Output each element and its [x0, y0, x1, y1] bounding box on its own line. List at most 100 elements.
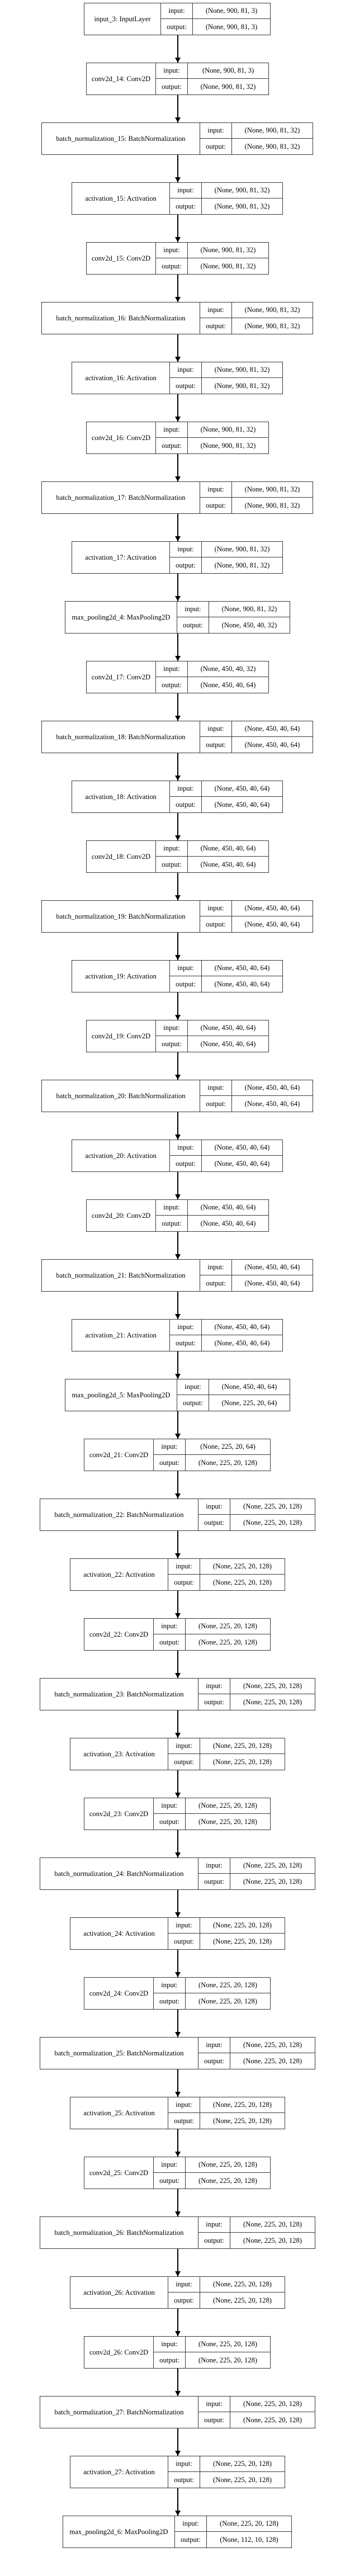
layer-output-shape: (None, 450, 40, 64) — [244, 740, 300, 749]
layer-input-shape: (None, 450, 40, 64) — [244, 904, 300, 913]
arrow-head-icon — [174, 357, 181, 362]
layer-output-shape: (None, 450, 40, 64) — [214, 980, 270, 988]
layer-node-batch_normalization_21[interactable]: batch_normalization_21: BatchNormalizati… — [41, 1259, 313, 1292]
edge-line — [177, 2069, 178, 2097]
arrow-head-icon — [174, 2092, 181, 2097]
layer-output-key: output: — [170, 976, 202, 992]
layer-input-key: input: — [200, 901, 232, 916]
edge-line — [177, 693, 178, 721]
layer-node-batch_normalization_25[interactable]: batch_normalization_25: BatchNormalizati… — [40, 2037, 315, 2069]
layer-input-row: input:(None, 225, 20, 128) — [168, 2277, 285, 2293]
layer-input-row: input:(None, 225, 20, 128) — [168, 2456, 285, 2472]
layer-output-shape: (None, 450, 40, 64) — [244, 1279, 300, 1287]
layer-output-shape: (None, 225, 20, 128) — [198, 1458, 257, 1467]
layer-output-row: output:(None, 450, 40, 32) — [177, 617, 290, 633]
layer-output-row: output:(None, 225, 20, 128) — [198, 1694, 315, 1710]
layer-input-shape: (None, 225, 20, 128) — [213, 1562, 272, 1571]
layer-name-label: activation_19: Activation — [72, 961, 170, 992]
layer-name-label: batch_normalization_21: BatchNormalizati… — [42, 1260, 200, 1291]
layer-name-label: max_pooling2d_4: MaxPooling2D — [65, 602, 177, 633]
layer-input-row: input:(None, 225, 20, 128) — [198, 1499, 315, 1515]
layer-input-shape: (None, 225, 20, 128) — [213, 1921, 272, 1930]
layer-input-row: input:(None, 450, 40, 64) — [200, 1080, 313, 1096]
layer-input-row: input:(None, 225, 20, 128) — [168, 1559, 285, 1575]
layer-input-key: input: — [154, 1978, 186, 1993]
layer-node-batch_normalization_15[interactable]: batch_normalization_15: BatchNormalizati… — [41, 122, 313, 155]
arrow-head-icon — [174, 1553, 181, 1558]
layer-node-batch_normalization_20[interactable]: batch_normalization_20: BatchNormalizati… — [41, 1080, 313, 1112]
layer-node-batch_normalization_22[interactable]: batch_normalization_22: BatchNormalizati… — [40, 1499, 315, 1531]
layer-io-table: input:(None, 225, 20, 128)output:(None, … — [154, 2337, 270, 2368]
layer-input-row: input:(None, 900, 81, 32) — [170, 183, 282, 198]
arrow-head-icon — [174, 1194, 181, 1199]
layer-io-table: input:(None, 900, 81, 32)output:(None, 4… — [177, 602, 290, 633]
layer-input-shape: (None, 450, 40, 64) — [200, 1203, 256, 1212]
arrow-head-icon — [174, 1254, 181, 1259]
layer-output-key: output: — [168, 1754, 200, 1770]
layer-name-label: activation_15: Activation — [72, 183, 170, 214]
layer-output-row: output:(None, 225, 20, 128) — [168, 1575, 285, 1590]
layer-node-batch_normalization_16[interactable]: batch_normalization_16: BatchNormalizati… — [41, 302, 313, 334]
layer-input-shape: (None, 225, 20, 128) — [198, 2161, 257, 2169]
layer-node-batch_normalization_26[interactable]: batch_normalization_26: BatchNormalizati… — [40, 2216, 315, 2249]
layer-node-batch_normalization_17[interactable]: batch_normalization_17: BatchNormalizati… — [41, 481, 313, 514]
layer-output-key: output: — [177, 1395, 209, 1411]
layer-output-row: output:(None, 225, 20, 128) — [198, 2053, 315, 2069]
layer-output-shape: (None, 225, 20, 128) — [198, 2356, 257, 2364]
layer-input-key: input: — [198, 2217, 230, 2232]
arrow-head-icon — [174, 716, 181, 721]
layer-input-key: input: — [154, 1439, 186, 1454]
layer-output-shape: (None, 450, 40, 64) — [214, 1159, 270, 1168]
edge-line — [177, 1531, 178, 1558]
layer-io-table: input:(None, 225, 20, 128)output:(None, … — [168, 1559, 285, 1590]
layer-node-batch_normalization_23[interactable]: batch_normalization_23: BatchNormalizati… — [40, 1678, 315, 1710]
edge-line — [177, 215, 178, 242]
layer-node-batch_normalization_19[interactable]: batch_normalization_19: BatchNormalizati… — [41, 900, 313, 933]
layer-input-row: input:(None, 225, 20, 128) — [168, 1918, 285, 1934]
layer-node-batch_normalization_27[interactable]: batch_normalization_27: BatchNormalizati… — [40, 2396, 315, 2428]
layer-output-shape: (None, 450, 40, 64) — [200, 1039, 256, 1048]
layer-output-shape: (None, 450, 40, 64) — [200, 1219, 256, 1227]
edge-line — [177, 1591, 178, 1618]
layer-node-batch_normalization_24[interactable]: batch_normalization_24: BatchNormalizati… — [40, 1857, 315, 1890]
layer-node-batch_normalization_18[interactable]: batch_normalization_18: BatchNormalizati… — [41, 721, 313, 753]
layer-name-label: conv2d_25: Conv2D — [84, 2157, 154, 2189]
layer-output-shape: (None, 225, 20, 128) — [213, 1757, 272, 1766]
layer-input-shape: (None, 450, 40, 32) — [200, 665, 256, 673]
layer-output-key: output: — [156, 1216, 188, 1231]
layer-output-row: output:(None, 450, 40, 64) — [200, 916, 313, 932]
layer-output-row: output:(None, 900, 81, 32) — [156, 258, 268, 274]
layer-input-row: input:(None, 225, 20, 128) — [154, 2157, 270, 2173]
edge-line — [177, 753, 178, 781]
